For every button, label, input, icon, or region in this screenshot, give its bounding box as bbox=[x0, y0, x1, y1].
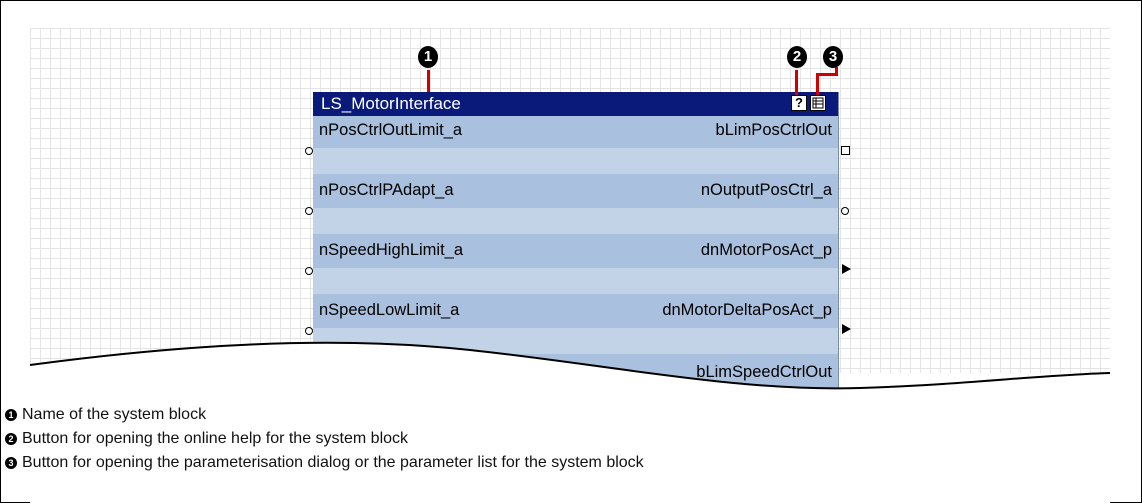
output-pin-label: bLimSpeedCtrlOut bbox=[696, 363, 832, 381]
marker-line bbox=[795, 70, 798, 95]
block-name: LS_MotorInterface bbox=[321, 94, 461, 113]
legend-number: 2 bbox=[5, 433, 17, 445]
callout-2: 2 bbox=[787, 46, 807, 68]
legend-number: 3 bbox=[5, 457, 17, 469]
output-pin-label: bLimPosCtrlOut bbox=[715, 121, 832, 139]
output-port[interactable] bbox=[841, 207, 849, 215]
output-pin-label: dnMotorDeltaPosAct_p bbox=[662, 301, 832, 319]
row-band bbox=[313, 208, 838, 234]
callout-1: 1 bbox=[418, 46, 438, 68]
callout-3: 3 bbox=[823, 46, 843, 68]
output-port-arrow[interactable] bbox=[842, 264, 851, 274]
help-button[interactable]: ? bbox=[791, 95, 807, 111]
legend-item: 3 Button for opening the parameterisation… bbox=[5, 453, 644, 473]
legend-item: 2 Button for opening the online help for … bbox=[5, 429, 408, 449]
legend-number: 1 bbox=[5, 409, 17, 421]
row-band bbox=[313, 148, 838, 174]
marker-line bbox=[427, 70, 430, 92]
output-port-arrow[interactable] bbox=[842, 324, 851, 334]
input-pin-label: nSpeedHighLimit_a bbox=[319, 241, 464, 259]
marker-line bbox=[816, 73, 838, 76]
legend-item: 1 Name of the system block bbox=[5, 405, 206, 425]
help-icon: ? bbox=[795, 95, 803, 110]
input-port[interactable] bbox=[305, 267, 313, 275]
input-port[interactable] bbox=[305, 207, 313, 215]
marker-line bbox=[816, 76, 819, 95]
system-block[interactable]: LS_MotorInterface ? nPosCtrlOutLimit_a n… bbox=[313, 92, 839, 392]
legend-text: Button for opening the parameterisation … bbox=[22, 454, 644, 471]
input-port[interactable] bbox=[305, 327, 313, 335]
output-pin-label: nOutputPosCtrl_a bbox=[700, 181, 832, 199]
input-pin-label: nPosCtrlPAdapt_a bbox=[319, 181, 454, 199]
block-title-bar: LS_MotorInterface ? bbox=[313, 92, 838, 116]
legend-text: Button for opening the online help for t… bbox=[22, 430, 409, 447]
parameter-button[interactable] bbox=[810, 95, 826, 111]
input-pin-label: nPosCtrlOutLimit_a bbox=[319, 121, 463, 139]
input-pin-label: nSpeedLowLimit_a bbox=[319, 301, 460, 319]
parameter-list-icon bbox=[812, 97, 824, 109]
row-band bbox=[313, 268, 838, 294]
output-port[interactable] bbox=[841, 146, 850, 155]
output-pin-label: dnMotorPosAct_p bbox=[700, 241, 832, 259]
legend-text: Name of the system block bbox=[22, 406, 207, 423]
input-port[interactable] bbox=[305, 147, 313, 155]
marker-line bbox=[835, 67, 838, 76]
